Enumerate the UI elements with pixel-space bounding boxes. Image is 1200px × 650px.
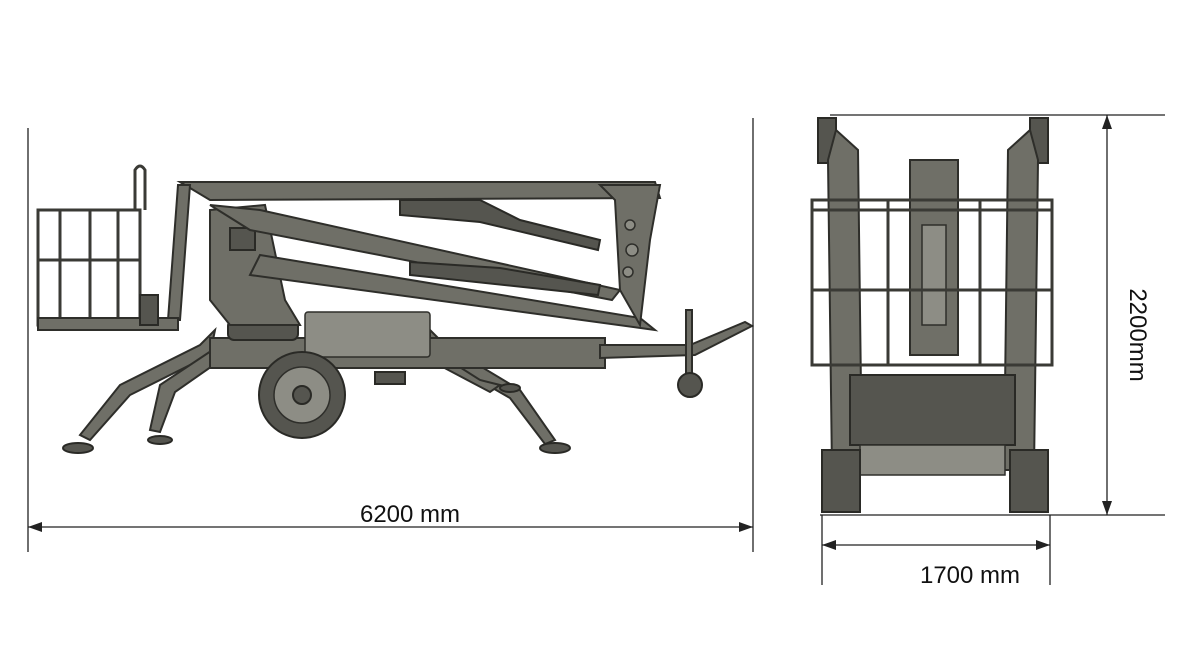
cylinder [921,224,947,326]
lower-boom [248,253,659,332]
front-view-lift [810,117,1054,513]
jockey-wheel [677,372,703,398]
base-plate [859,444,1006,476]
upper-boom [176,181,662,202]
jib [166,184,192,321]
height-dimension: 2200mm [820,114,1165,516]
right-track [1009,449,1049,513]
jockey-post [685,309,693,376]
platform-basket [36,164,179,331]
left-track [821,449,861,513]
road-wheel [258,351,346,439]
front-basket-rails [810,198,1054,367]
height-label: 2200mm [1124,288,1151,381]
width-label: 1700 mm [920,562,1020,589]
base-body [849,374,1016,446]
tow-bar [599,320,755,360]
lower-cylinder [409,260,602,297]
boom-cylinder [399,199,602,252]
power-box [304,311,431,358]
length-label: 6200 mm [360,501,460,528]
side-view-lift [36,164,755,454]
tail-light [374,371,406,385]
length-dimension: 6200 mm [27,118,754,552]
column-panel [229,227,256,251]
width-dimension: 1700 mm [821,515,1051,589]
